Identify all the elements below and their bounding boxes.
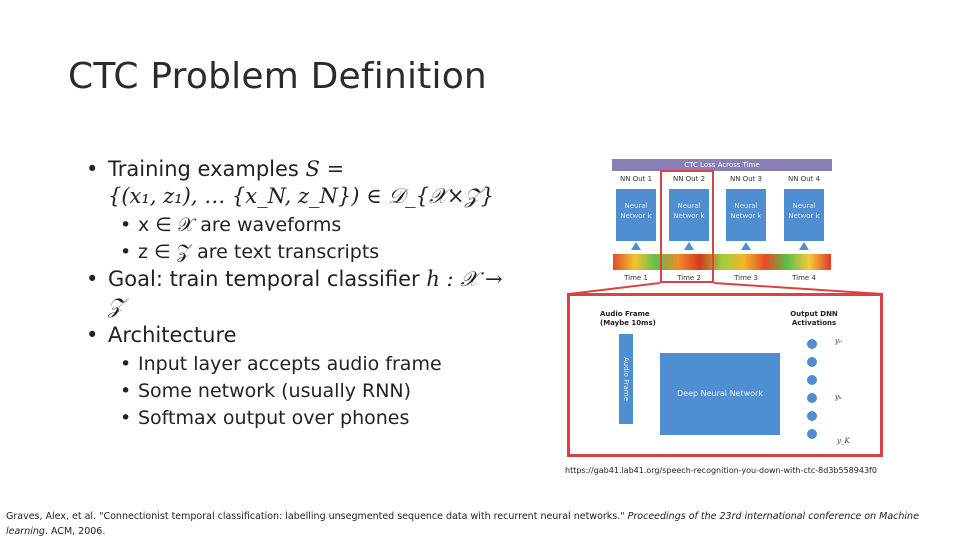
- ctc-loss-banner: CTC Loss Across Time: [612, 159, 832, 171]
- output-label-yK: y_K: [837, 437, 850, 445]
- ctc-diagram: CTC Loss Across Time NN Out 1 NN Out 2 N…: [567, 157, 885, 461]
- sub-bullet-network: Some network (usually RNN): [120, 378, 556, 405]
- sub-bullet-input-layer: Input layer accepts audio frame: [120, 351, 556, 378]
- bullet-text: Training examples: [108, 157, 306, 181]
- output-node-icon: [807, 429, 817, 439]
- neural-network-box: Neural Networ k: [726, 189, 766, 241]
- bullet-architecture: Architecture: [86, 322, 556, 349]
- nn-out-label: NN Out 4: [787, 175, 821, 183]
- output-label-y0: y₀: [835, 337, 842, 345]
- output-node-icon: [807, 393, 817, 403]
- zoomed-detail-box: [567, 293, 883, 457]
- time-label: Time 3: [734, 274, 758, 282]
- input-layer-label: Audio Frame: [622, 357, 630, 401]
- up-arrow-icon: [741, 242, 751, 250]
- bullet-list: Training examples S = {(x₁, z₁), … {x_N,…: [86, 156, 556, 432]
- output-node-icon: [807, 357, 817, 367]
- input-layer-bar: [619, 334, 633, 424]
- slide-title: CTC Problem Definition: [68, 56, 487, 97]
- citation: Graves, Alex, et al. "Connectionist temp…: [6, 509, 951, 539]
- up-arrow-icon: [799, 242, 809, 250]
- output-node-icon: [807, 375, 817, 385]
- nn-out-label: NN Out 3: [729, 175, 763, 183]
- neural-network-box: Neural Networ k: [784, 189, 824, 241]
- citation-venue: Proceedings of the 23rd international co…: [6, 511, 919, 537]
- up-arrow-icon: [684, 242, 694, 250]
- output-label-yk: yₖ: [835, 393, 842, 401]
- math-expression: {(x₁, z₁), … {x_N, z_N}) ∈ 𝒟_{𝒳×𝒵}: [108, 184, 494, 208]
- bullet-goal: Goal: train temporal classifier h : 𝒳 → …: [86, 266, 556, 320]
- zoom-connector-lines: [568, 282, 883, 295]
- math-expression: 𝒵: [108, 294, 124, 318]
- output-node-icon: [807, 339, 817, 349]
- math-expression: S =: [305, 157, 345, 181]
- output-node-icon: [807, 411, 817, 421]
- citation-text: Graves, Alex, et al. "Connectionist temp…: [6, 511, 628, 522]
- sub-bullet-transcripts: z ∈ 𝒵 are text transcripts: [120, 239, 556, 266]
- time-label: Time 4: [792, 274, 816, 282]
- sub-bullet-softmax: Softmax output over phones: [120, 405, 556, 432]
- nn-out-label: NN Out 1: [619, 175, 653, 183]
- source-url: https://gab41.lab41.org/speech-recogniti…: [565, 466, 877, 475]
- selected-timestep-highlight: [660, 170, 714, 283]
- time-label: Time 1: [624, 274, 648, 282]
- citation-end: . ACM, 2006.: [44, 526, 106, 537]
- audio-frame-label: Audio Frame (Maybe 10ms): [600, 310, 656, 327]
- math-expression: h : 𝒳 →: [426, 267, 503, 291]
- up-arrow-icon: [631, 242, 641, 250]
- sub-bullet-waveforms: x ∈ 𝒳 are waveforms: [120, 212, 556, 239]
- time-label: Time 2: [677, 274, 701, 282]
- nn-out-label: NN Out 2: [672, 175, 706, 183]
- neural-network-box: Neural Networ k: [616, 189, 656, 241]
- bullet-training-examples: Training examples S = {(x₁, z₁), … {x_N,…: [86, 156, 556, 210]
- neural-network-box: Neural Networ k: [669, 189, 709, 241]
- spectrogram-image: [613, 254, 831, 270]
- bullet-text: Goal: train temporal classifier: [108, 267, 427, 291]
- output-activations-label: Output DNN Activations: [790, 310, 838, 327]
- deep-neural-network-box: Deep Neural Network: [660, 353, 780, 435]
